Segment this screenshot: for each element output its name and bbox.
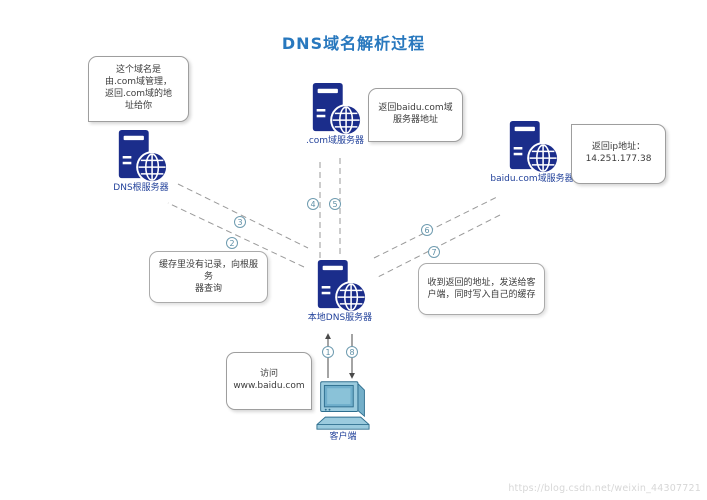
callout-line: 服务器地址 bbox=[392, 115, 438, 125]
step-badge-5: 5 bbox=[329, 198, 341, 210]
callout-line: 返回.com域的地 bbox=[104, 89, 173, 99]
node-dns-root-server: DNS根服务器 bbox=[106, 129, 176, 194]
note-line: 器查询 bbox=[194, 284, 222, 295]
note-reply-client: 收到返回的地址，发送给客 户端，同时写入自己的缓存 bbox=[418, 263, 545, 315]
watermark-url: https://blog.csdn.net/weixin_44307721 bbox=[508, 483, 701, 494]
step-badge-8: 8 bbox=[346, 346, 358, 358]
callout-line: www.baidu.com bbox=[233, 381, 305, 391]
note-line: 缓存里没有记录，向根服务 bbox=[158, 259, 258, 282]
node-client: 客户端 bbox=[308, 378, 378, 443]
callout-line: 访问 bbox=[259, 369, 278, 380]
callout-baidu-reply: 返回ip地址： 14.251.177.38 bbox=[571, 124, 666, 184]
step-badge-1: 1 bbox=[322, 346, 334, 358]
page-title: DNS域名解析过程 bbox=[281, 34, 426, 53]
callout-line: 这个域名是 bbox=[115, 65, 161, 76]
line-local-to-baidu bbox=[373, 196, 498, 259]
node-label: DNS根服务器 bbox=[113, 183, 169, 193]
step-badge-6: 6 bbox=[421, 224, 433, 236]
callout-client-request: 访问 www.baidu.com bbox=[226, 352, 312, 410]
callout-line: 14.251.177.38 bbox=[585, 154, 652, 164]
node-label: 客户端 bbox=[329, 432, 357, 442]
note-line: 收到返回的地址，发送给客 bbox=[427, 277, 536, 288]
node-label: 本地DNS服务器 bbox=[307, 313, 373, 323]
node-com-domain-server: .com域服务器 bbox=[300, 82, 370, 147]
step-badge-2: 2 bbox=[226, 237, 238, 249]
note-no-cache: 缓存里没有记录，向根服务 器查询 bbox=[149, 251, 268, 303]
node-baidu-domain-server: baidu.com域服务器 bbox=[490, 120, 574, 185]
node-label: .com域服务器 bbox=[305, 136, 365, 146]
server-icon bbox=[308, 82, 362, 136]
step-badge-4: 4 bbox=[307, 198, 319, 210]
line-baidu-to-local bbox=[377, 214, 501, 278]
node-label: baidu.com域服务器 bbox=[490, 174, 574, 184]
server-icon bbox=[313, 259, 367, 313]
step-badge-7: 7 bbox=[428, 246, 440, 258]
callout-root-hint: 这个域名是 由.com域管理， 返回.com域的地 址给你 bbox=[88, 56, 189, 122]
callout-com-reply: 返回baidu.com域 服务器地址 bbox=[368, 88, 463, 142]
callout-line: 由.com域管理， bbox=[104, 77, 173, 88]
note-line: 户端，同时写入自己的缓存 bbox=[427, 290, 536, 300]
line-local-to-root bbox=[167, 202, 305, 268]
callout-line: 返回ip地址： bbox=[591, 142, 646, 153]
node-local-dns-server: 本地DNS服务器 bbox=[305, 259, 375, 324]
server-icon bbox=[114, 129, 168, 183]
callout-line: 返回baidu.com域 bbox=[378, 103, 453, 114]
callout-line: 址给你 bbox=[124, 100, 152, 111]
client-computer-icon bbox=[313, 378, 373, 432]
step-badge-3: 3 bbox=[234, 216, 246, 228]
server-icon bbox=[505, 120, 559, 174]
